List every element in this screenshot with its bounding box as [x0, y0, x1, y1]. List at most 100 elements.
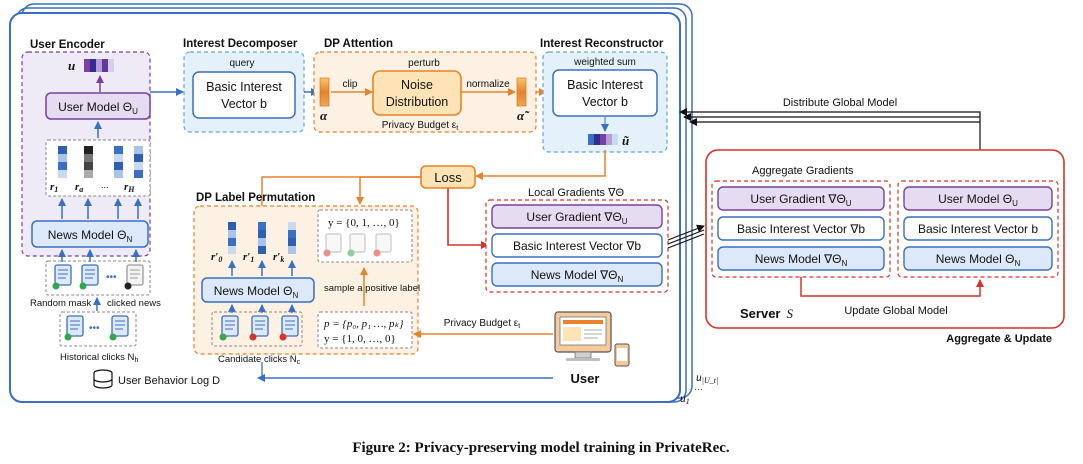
alpha-vector	[319, 77, 330, 107]
y-top-label: y = {0, 1, …, 0}	[328, 217, 400, 229]
dp-attention-title: DP Attention	[324, 38, 393, 50]
svg-text:User Gradient ∇ΘU: User Gradient ∇ΘU	[750, 192, 851, 208]
clicked-news-doc-icons: •••	[52, 264, 144, 290]
user-label: User	[571, 371, 600, 386]
sample-label-text: sample a positive label	[324, 283, 420, 294]
reconstructor-box-line1: Basic Interest	[567, 78, 643, 92]
candidate-doc-icons	[219, 315, 299, 341]
server-user-gradient-label: User Gradient ∇Θ	[750, 192, 845, 206]
noise-line1: Noise	[401, 78, 433, 92]
aggregate-gradients-label: Aggregate Gradients	[752, 165, 854, 177]
user-encoder-title: User Encoder	[30, 39, 105, 51]
svg-text:User Model ΘU: User Model ΘU	[58, 100, 138, 116]
candidate-clicks-label: Candidate clicks N	[218, 354, 297, 365]
ra-label: r	[75, 181, 80, 193]
svg-text:u|U_t|: u|U_t|	[696, 372, 718, 385]
upload-arrows	[667, 224, 705, 249]
interest-reconstructor: Interest Reconstructor weighted sum Basi…	[540, 38, 668, 153]
random-mask-label: Random mask	[30, 298, 91, 309]
news-model-label-encoder: News Model Θ	[48, 228, 127, 242]
u-label: u	[68, 58, 75, 73]
noise-distribution-box	[372, 70, 462, 116]
svg-text:News Model ∇ΘN: News Model ∇ΘN	[531, 268, 624, 284]
dp-attention: DP Attention perturb α clip Noise Distri…	[313, 38, 537, 133]
interest-reconstructor-title: Interest Reconstructor	[540, 38, 664, 50]
local-gradients: Local Gradients ∇Θ User Gradient ∇ΘU Bas…	[485, 187, 669, 293]
reconstructor-box-line2: Vector b	[582, 95, 628, 109]
basic-interest-gradient-label: Basic Interest Vector ∇b	[513, 239, 641, 253]
historical-clicks-doc-icons: •••	[64, 315, 129, 341]
r-prime-vectors	[228, 222, 296, 254]
r-vector-columns	[58, 146, 143, 178]
svg-text:r1: r1	[50, 181, 58, 194]
r-vectors-box	[45, 139, 151, 197]
svg-text:News Model ∇ΘN: News Model ∇ΘN	[755, 252, 848, 268]
aggregate-update-label: Aggregate & Update	[946, 333, 1052, 345]
query-label: query	[229, 58, 254, 69]
user-gradient-box	[491, 204, 663, 229]
basic-interest-gradient-box	[491, 233, 663, 258]
noise-line2: Distribution	[386, 95, 449, 109]
interest-decomposer: Interest Decomposer query Basic Interest…	[183, 38, 305, 133]
user-model-label: User Model Θ	[58, 100, 132, 114]
clip-label: clip	[342, 79, 357, 90]
user-privacy-budget: Privacy Budget ε	[444, 318, 519, 329]
server-user-model-label: User Model Θ	[938, 192, 1012, 206]
svg-text:r′1: r′1	[243, 251, 254, 264]
decomposer-box-line2: Vector b	[221, 97, 267, 111]
server-symbol: S	[786, 306, 793, 321]
rh-label: r	[124, 181, 129, 193]
r1-label: r	[50, 181, 55, 193]
local-gradients-title: Local Gradients ∇Θ	[528, 187, 624, 199]
interest-decomposer-title: Interest Decomposer	[183, 38, 298, 50]
dp-label-title: DP Label Permutation	[196, 192, 315, 204]
basic-interest-vector-box-reconstructor	[552, 69, 658, 117]
dp-budget-label: Privacy Budget ε	[382, 120, 457, 131]
perturb-label: perturb	[408, 58, 440, 69]
weighted-sum-label: weighted sum	[573, 57, 636, 68]
server-news-gradient-box	[717, 246, 885, 271]
historical-clicks-label: Historical clicks N	[60, 352, 135, 363]
r-ellipsis: ...	[101, 180, 109, 190]
server-label: Server	[740, 306, 780, 321]
basic-interest-vector-box-decomposer	[192, 71, 296, 119]
server-user-model-box	[903, 186, 1053, 211]
alpha-label: α	[320, 108, 328, 123]
r-prime-0: r′	[211, 251, 218, 263]
user-index-last: u	[696, 372, 702, 384]
server-interest-gradient-label: Basic Interest Vector ∇b	[737, 222, 865, 236]
svg-text:Candidate clicks Nc: Candidate clicks Nc	[218, 354, 301, 366]
server-interest-vector-box	[903, 216, 1053, 241]
server-interest-gradient-box	[717, 216, 885, 241]
news-model-gradient-box	[491, 262, 663, 287]
u-tilde-vector	[588, 134, 618, 145]
normalize-label: normalize	[466, 79, 510, 90]
server-news-model-box	[903, 246, 1053, 271]
user-encoder: User Encoder u User Model ΘU r1 ra ... r…	[21, 39, 220, 389]
svg-text:User Gradient ∇ΘU: User Gradient ∇ΘU	[526, 210, 627, 226]
news-model-box-encoder	[31, 220, 149, 248]
svg-text:News Model ΘN: News Model ΘN	[936, 252, 1021, 268]
user-model-box	[45, 92, 151, 120]
server-user-gradient-box	[717, 186, 885, 211]
sampled-label-doc-icons	[323, 233, 392, 257]
svg-text:rH: rH	[124, 181, 135, 194]
clicked-news-label: clicked news	[107, 298, 161, 309]
user-gradient-label: User Gradient ∇Θ	[526, 210, 621, 224]
svg-text:u1: u1	[680, 393, 690, 406]
update-global-label: Update Global Model	[844, 305, 947, 317]
r-prime-1: r′	[243, 251, 250, 263]
svg-text:User Model ΘU: User Model ΘU	[938, 192, 1018, 208]
database-icon	[93, 369, 113, 389]
figure-caption: Figure 2: Privacy-preserving model train…	[352, 440, 730, 456]
news-model-box-dp	[201, 277, 315, 303]
user-device-icons	[554, 311, 630, 367]
svg-text:•••: •••	[89, 323, 100, 334]
decomposer-box-line1: Basic Interest	[206, 80, 282, 94]
loss-label: Loss	[434, 170, 462, 185]
svg-text:Privacy Budget εt: Privacy Budget εt	[444, 318, 521, 330]
svg-text:Privacy Budget εt: Privacy Budget εt	[382, 120, 459, 132]
dp-label-permutation: DP Label Permutation r′0 r′1 r′k y = {0,…	[193, 192, 420, 366]
